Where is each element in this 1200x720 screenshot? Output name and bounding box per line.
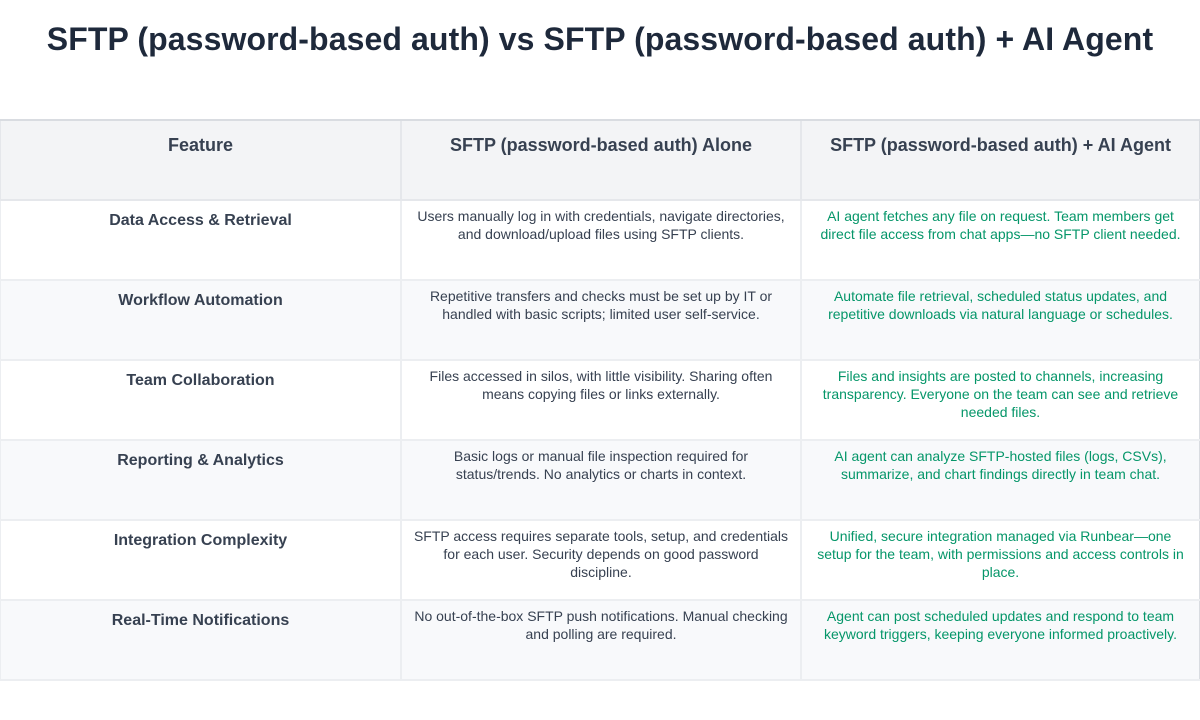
agent-cell: AI agent can analyze SFTP-hosted files (…: [800, 441, 1200, 519]
alone-cell: No out-of-the-box SFTP push notification…: [400, 601, 800, 679]
table-row: Workflow Automation Repetitive transfers…: [0, 281, 1200, 361]
alone-cell: Basic logs or manual file inspection req…: [400, 441, 800, 519]
table-row: Data Access & Retrieval Users manually l…: [0, 201, 1200, 281]
agent-cell: Files and insights are posted to channel…: [800, 361, 1200, 439]
page-title: SFTP (password-based auth) vs SFTP (pass…: [46, 21, 1154, 57]
header-feature: Feature: [0, 121, 400, 199]
comparison-table: Feature SFTP (password-based auth) Alone…: [0, 119, 1200, 681]
table-header-row: Feature SFTP (password-based auth) Alone…: [0, 121, 1200, 201]
header-sftp-ai-agent: SFTP (password-based auth) + AI Agent: [800, 121, 1200, 199]
feature-cell: Real-Time Notifications: [0, 601, 400, 679]
agent-cell: Automate file retrieval, scheduled statu…: [800, 281, 1200, 359]
feature-cell: Reporting & Analytics: [0, 441, 400, 519]
feature-cell: Workflow Automation: [0, 281, 400, 359]
header-sftp-alone: SFTP (password-based auth) Alone: [400, 121, 800, 199]
agent-cell: Agent can post scheduled updates and res…: [800, 601, 1200, 679]
alone-cell: Users manually log in with credentials, …: [400, 201, 800, 279]
alone-cell: SFTP access requires separate tools, set…: [400, 521, 800, 599]
alone-cell: Repetitive transfers and checks must be …: [400, 281, 800, 359]
table-row: Team Collaboration Files accessed in sil…: [0, 361, 1200, 441]
feature-cell: Integration Complexity: [0, 521, 400, 599]
alone-cell: Files accessed in silos, with little vis…: [400, 361, 800, 439]
table-row: Integration Complexity SFTP access requi…: [0, 521, 1200, 601]
table-row: Real-Time Notifications No out-of-the-bo…: [0, 601, 1200, 681]
feature-cell: Team Collaboration: [0, 361, 400, 439]
feature-cell: Data Access & Retrieval: [0, 201, 400, 279]
table-row: Reporting & Analytics Basic logs or manu…: [0, 441, 1200, 521]
agent-cell: Unified, secure integration managed via …: [800, 521, 1200, 599]
agent-cell: AI agent fetches any file on request. Te…: [800, 201, 1200, 279]
